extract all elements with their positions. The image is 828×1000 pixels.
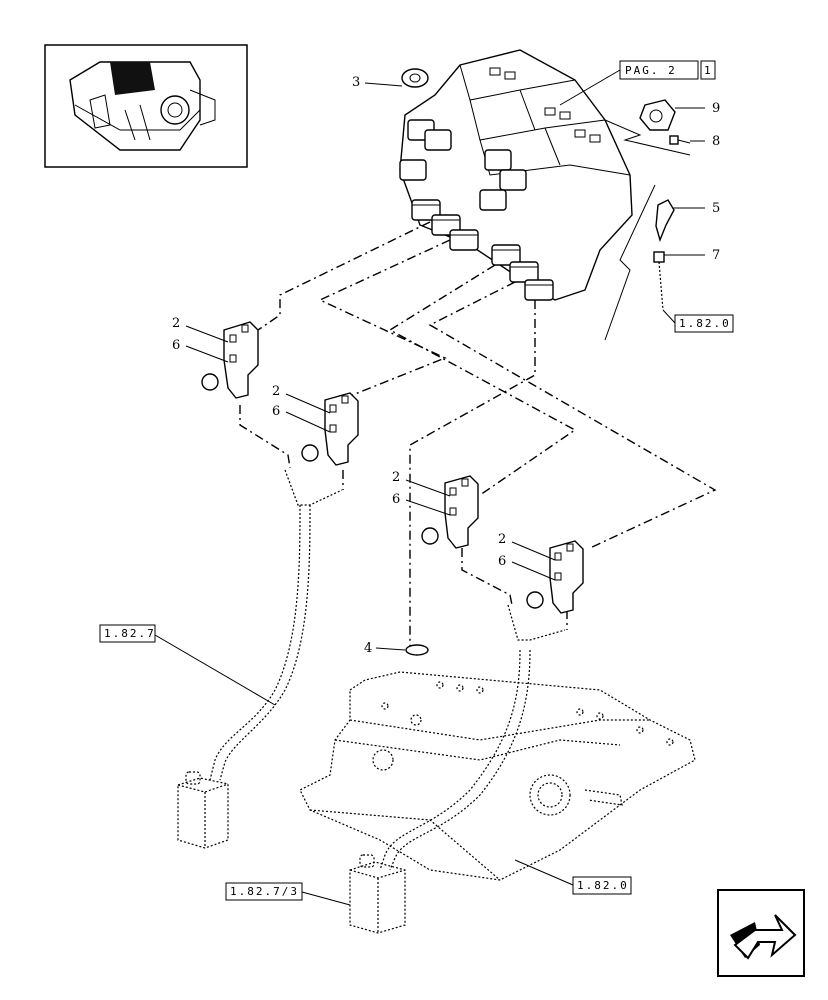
callout-3: 3 bbox=[352, 75, 360, 90]
item-9-flange[interactable] bbox=[639, 99, 676, 131]
item-5-bolt[interactable] bbox=[655, 199, 675, 243]
callout-v4-2: 2 bbox=[498, 532, 506, 547]
reference-box-1-82-0-bottom[interactable]: 1.82.0 bbox=[572, 876, 632, 895]
quick-coupler-valve-1[interactable] bbox=[201, 321, 259, 399]
hose-right-2 bbox=[389, 649, 531, 871]
callout-5: 5 bbox=[712, 201, 720, 216]
page-reference-box[interactable]: PAG. 2 1 bbox=[619, 60, 716, 80]
reference-box-1-82-7-3[interactable]: 1.82.7/3 bbox=[225, 882, 303, 901]
callout-8: 8 bbox=[712, 134, 720, 149]
callout-v3-6: 6 bbox=[392, 492, 400, 507]
svg-text:1.82.7: 1.82.7 bbox=[104, 627, 156, 640]
callout-v3-2: 2 bbox=[392, 470, 400, 485]
control-valve-block[interactable] bbox=[399, 49, 633, 301]
pipe-route-3 bbox=[388, 264, 577, 496]
pipe-route-6 bbox=[239, 405, 291, 469]
next-page-arrow-icon[interactable] bbox=[717, 889, 805, 977]
hose-left-2 bbox=[219, 504, 311, 781]
callout-4: 4 bbox=[364, 641, 372, 656]
callout-v2-6: 6 bbox=[272, 404, 280, 419]
item-8-bolt[interactable] bbox=[669, 135, 691, 145]
callout-v2-2: 2 bbox=[272, 384, 280, 399]
page-reference-label: PAG. 2 bbox=[625, 64, 677, 77]
reservoir-right[interactable] bbox=[349, 854, 406, 934]
reference-box-1-82-7[interactable]: 1.82.7 bbox=[99, 624, 156, 643]
rear-axle-housing[interactable] bbox=[299, 671, 696, 881]
callout-v1-2: 2 bbox=[172, 316, 180, 331]
hose-right bbox=[379, 649, 521, 871]
thumbnail-preview[interactable] bbox=[44, 44, 248, 168]
item-7-stud[interactable] bbox=[653, 251, 665, 311]
hose-left bbox=[209, 504, 301, 781]
item-4-o-ring[interactable] bbox=[405, 644, 429, 656]
svg-text:1.82.7/3: 1.82.7/3 bbox=[230, 885, 299, 898]
svg-text:1.82.0: 1.82.0 bbox=[679, 317, 731, 330]
pipe-route-5 bbox=[409, 300, 536, 650]
reservoir-left[interactable] bbox=[177, 771, 229, 849]
callout-9: 9 bbox=[712, 101, 720, 116]
pipe-route-2 bbox=[318, 239, 451, 401]
quick-coupler-valve-2[interactable] bbox=[301, 392, 359, 466]
quick-coupler-valve-4[interactable] bbox=[526, 540, 584, 614]
quick-coupler-valve-3[interactable] bbox=[421, 475, 479, 549]
item-3-part[interactable] bbox=[401, 68, 429, 88]
callout-v1-6: 6 bbox=[172, 338, 180, 353]
reference-box-1-82-0-top[interactable]: 1.82.0 bbox=[674, 314, 734, 333]
svg-text:1.82.0: 1.82.0 bbox=[577, 879, 629, 892]
pipe-route-8 bbox=[461, 548, 513, 606]
page-reference-number: 1 bbox=[704, 64, 713, 77]
pipe-route-1 bbox=[257, 221, 431, 331]
callout-7: 7 bbox=[712, 248, 720, 263]
callout-v4-6: 6 bbox=[498, 554, 506, 569]
